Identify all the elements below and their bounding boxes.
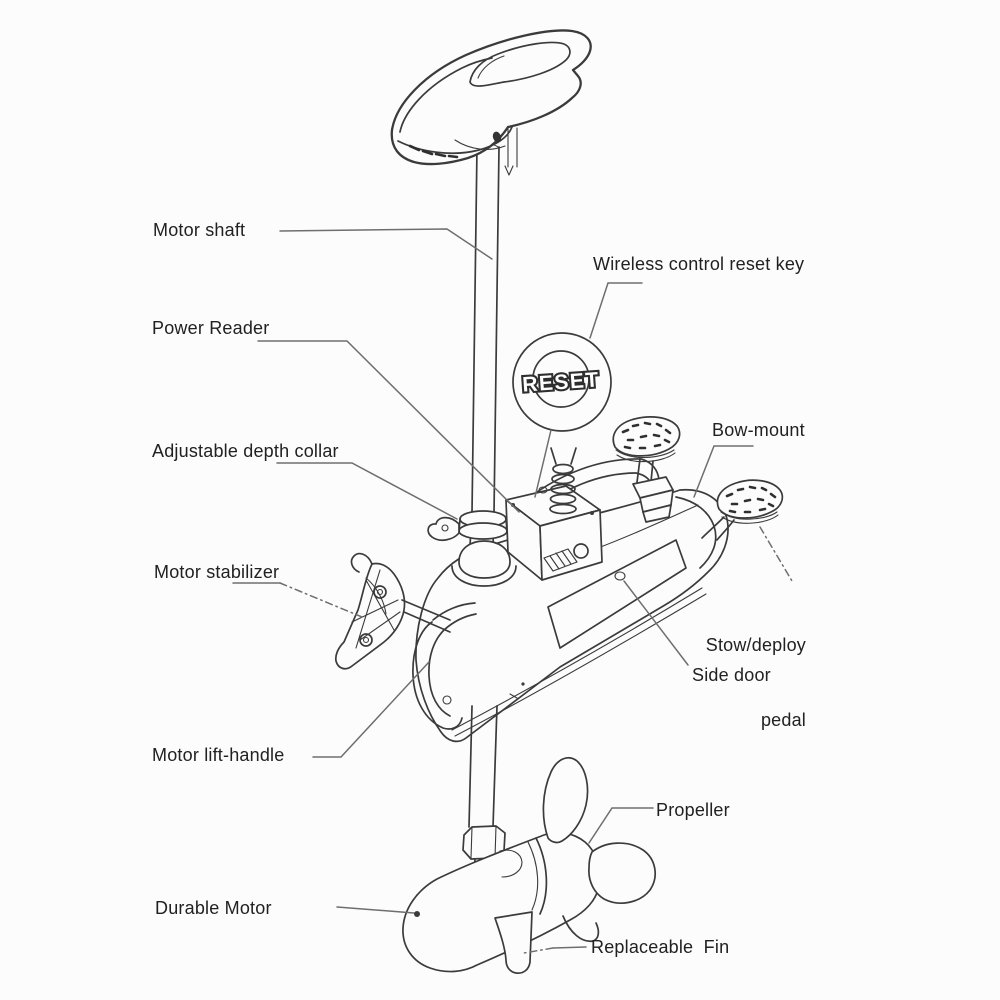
stow-pedal-right [701, 479, 784, 541]
leader-replaceable-fin-dash [523, 947, 554, 954]
leader-reset-to-keyhole [534, 429, 552, 498]
side-door-knob [614, 571, 626, 581]
motor-stabilizer-bracket [334, 552, 451, 670]
label-stow-deploy-pedal: Stow/deploy pedal [666, 583, 806, 783]
label-wireless-control-reset-key: Wireless control reset key [593, 254, 805, 274]
leader-lines [232, 228, 793, 954]
label-replaceable-fin: Replaceable Fin [591, 937, 730, 957]
label-propeller: Propeller [656, 800, 730, 820]
side-door-panel [547, 539, 687, 649]
leader-wireless-reset-key [589, 282, 643, 339]
label-motor-lift-handle: Motor lift-handle [152, 745, 285, 765]
label-power-reader: Power Reader [152, 318, 270, 338]
leader-durable-motor-dot [414, 911, 420, 917]
label-stow-deploy-line1: Stow/deploy [705, 635, 806, 655]
label-motor-shaft: Motor shaft [153, 220, 246, 240]
mount-rail [451, 587, 707, 737]
leader-depth-collar [276, 462, 458, 520]
pedal-grip-dots [621, 421, 672, 450]
propeller-blades [542, 757, 657, 943]
leader-motor-shaft [279, 228, 493, 260]
leader-motor-stabilizer-dash [279, 582, 363, 618]
cable-spring [549, 447, 577, 515]
power-reader-box [505, 447, 603, 581]
label-motor-stabilizer: Motor stabilizer [154, 562, 280, 582]
serrated-bracket [543, 548, 578, 572]
motor-shaft-upper [469, 143, 500, 547]
leader-replaceable-fin [552, 946, 587, 949]
collar-wing-screw [427, 516, 460, 542]
motor-body [402, 831, 601, 973]
label-stow-deploy-line2: pedal [760, 710, 806, 730]
stow-pedal-top [612, 416, 681, 463]
shaft-dome-base [451, 540, 517, 587]
label-bow-mount: Bow-mount [712, 420, 805, 440]
reset-key-callout: RESET [512, 332, 612, 432]
leader-durable-motor [336, 906, 415, 914]
depth-collar [427, 510, 508, 542]
leader-power-reader [257, 340, 520, 513]
leader-side-door [623, 580, 689, 666]
leader-stow-pedal-dash [759, 526, 793, 582]
replaceable-fin-shape [494, 911, 533, 974]
motor-shaft-lower [468, 705, 498, 828]
pedal-bracket [632, 476, 674, 523]
label-side-door: Side door [692, 665, 771, 685]
label-durable-motor: Durable Motor [155, 898, 272, 918]
leader-propeller [588, 807, 654, 844]
head-vent-marks [408, 144, 459, 159]
motor-lift-handle-loop [412, 602, 477, 730]
leader-bow-mount [693, 445, 754, 498]
control-head [390, 29, 592, 166]
label-adjustable-depth-collar: Adjustable depth collar [152, 441, 339, 461]
reset-key-hole [538, 486, 548, 494]
pedal-grip-dots [725, 485, 777, 514]
leader-lift-handle [312, 661, 430, 758]
